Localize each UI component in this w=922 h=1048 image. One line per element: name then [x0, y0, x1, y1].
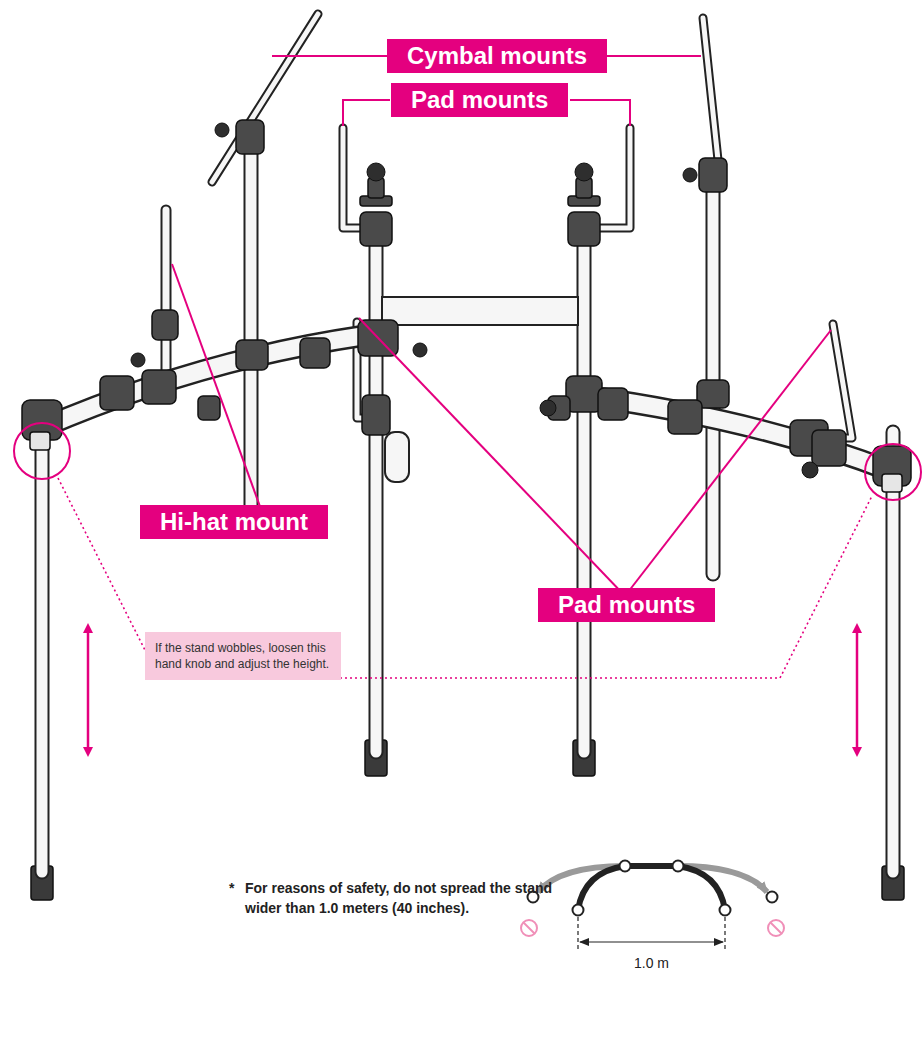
- cross-bar: [382, 297, 578, 325]
- hihat-rod: [166, 210, 167, 392]
- tom-arm-stub: [385, 432, 409, 482]
- clamps: [22, 120, 911, 492]
- side-rails: [42, 336, 893, 472]
- hand-knobs: [131, 123, 818, 478]
- mount-rods: [212, 14, 852, 438]
- cymbal-mount-label: Cymbal mounts: [387, 39, 607, 73]
- height-arrows: [88, 628, 857, 752]
- note-box: If the stand wobbles, loosen this hand k…: [145, 632, 341, 680]
- knob-highlights: [14, 423, 921, 500]
- dimension-label: 1.0 m: [634, 953, 669, 973]
- rubber-feet: [31, 740, 904, 900]
- dotted-leaders: [58, 478, 872, 678]
- stand-legs: [42, 150, 893, 872]
- label-text: If the stand wobbles, loosen this hand k…: [155, 640, 331, 672]
- label-text: Cymbal mounts: [407, 40, 587, 72]
- hihat-mount-label: Hi-hat mount: [140, 505, 328, 539]
- label-text: Hi-hat mount: [160, 506, 308, 538]
- pad-mount-label: Pad mounts: [538, 588, 715, 622]
- safety-note: For reasons of safety, do not spread the…: [245, 878, 565, 918]
- label-text: Pad mounts: [558, 589, 695, 621]
- pad-mount-label: Pad mounts: [391, 83, 568, 117]
- footnote-mark: *: [229, 878, 234, 898]
- spread-schematic: [521, 861, 784, 951]
- label-text: Pad mounts: [411, 84, 548, 116]
